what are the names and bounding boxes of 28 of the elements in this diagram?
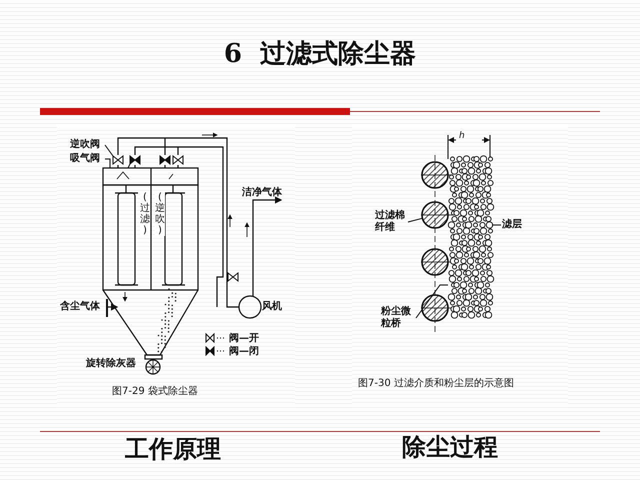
legend-label: 阀—闭	[229, 344, 259, 358]
legend-label: 阀—开	[229, 332, 259, 345]
pipe-label: 洁净气体	[242, 187, 282, 198]
callout-label: 吸气阀	[70, 153, 104, 165]
fan-label: 风机	[262, 301, 282, 312]
figure-caption: 图7-30 过滤介质和粉尘层的示意图	[358, 378, 514, 389]
leader-line	[104, 144, 114, 156]
callout-label: 滤层	[502, 219, 524, 231]
section-heading: 除尘过程	[402, 434, 498, 460]
bag-label: (过滤)	[140, 192, 150, 236]
leader-line	[416, 284, 448, 318]
leader-line	[104, 158, 130, 168]
pipe-label: 含尘气体	[60, 301, 100, 312]
section-heading: 工作原理	[125, 436, 221, 462]
valve-symbol	[112, 154, 124, 166]
leader-line	[492, 224, 502, 226]
part-label: 旋转除灰器	[86, 358, 136, 369]
dimension-label: h	[459, 132, 465, 142]
callout-label: 粉尘微粒桥	[381, 306, 415, 330]
leader-line	[408, 218, 423, 222]
callout-label: 过滤棉纤维	[375, 210, 407, 234]
fiber-circle	[421, 201, 449, 229]
figure-caption: 图7-29 袋式除尘器	[112, 386, 198, 397]
bag-label: (逆吹)	[155, 192, 165, 236]
slide-title: 6 过滤式除尘器	[222, 38, 418, 71]
dust-layer	[448, 155, 494, 319]
callout-label: 逆吹阀	[70, 139, 104, 151]
valve-symbol	[130, 154, 140, 166]
